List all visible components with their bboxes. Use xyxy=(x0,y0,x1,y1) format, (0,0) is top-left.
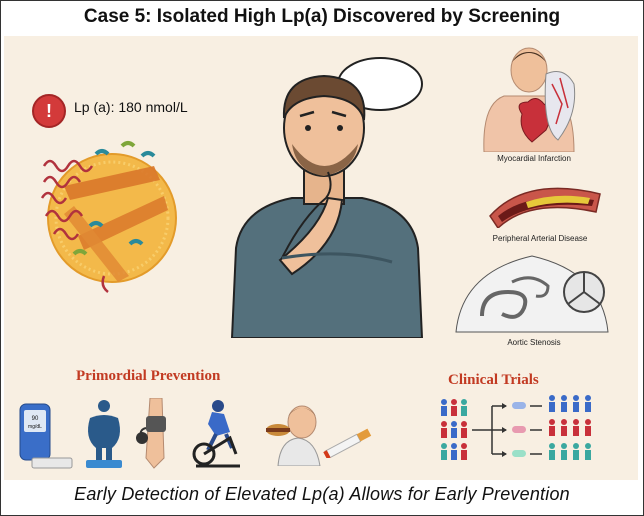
primordial-prevention-heading: Primordial Prevention xyxy=(76,368,221,384)
eating-person-icon xyxy=(266,405,321,466)
cigarette-icon xyxy=(323,428,372,458)
caption-aortic-stenosis: Aortic Stenosis xyxy=(507,338,561,347)
weight-scale-icon xyxy=(86,400,122,468)
lp-value-label: Lp (a): 180 nmol/L xyxy=(74,99,188,115)
clinical-trials-heading: Clinical Trials xyxy=(448,372,539,388)
glucometer-icon: 90 mg/dL xyxy=(19,403,73,469)
caption-peripheral-arterial-disease: Peripheral Arterial Disease xyxy=(492,234,588,243)
figure-title: Case 5: Isolated High Lp(a) Discovered b… xyxy=(83,6,561,27)
aortic-valve-illustration xyxy=(455,255,609,333)
footer-caption: Early Detection of Elevated Lp(a) Allows… xyxy=(74,484,570,504)
exercise-bike-icon xyxy=(192,400,240,468)
blood-pressure-icon xyxy=(136,398,166,469)
population-group xyxy=(441,399,467,460)
glucometer-unit: mg/dL xyxy=(28,424,42,430)
alert-icon: ! xyxy=(32,94,66,128)
caption-myocardial-infarction: Myocardial Infarction xyxy=(497,154,571,163)
heart-anatomy-illustration xyxy=(483,47,576,152)
glucometer-reading: 90 xyxy=(32,416,39,422)
lpa-particle-illustration xyxy=(40,141,177,293)
thinking-man-illustration xyxy=(230,57,424,338)
artery-plaque-illustration xyxy=(489,187,601,228)
clinical-trials-diagram xyxy=(441,395,591,460)
